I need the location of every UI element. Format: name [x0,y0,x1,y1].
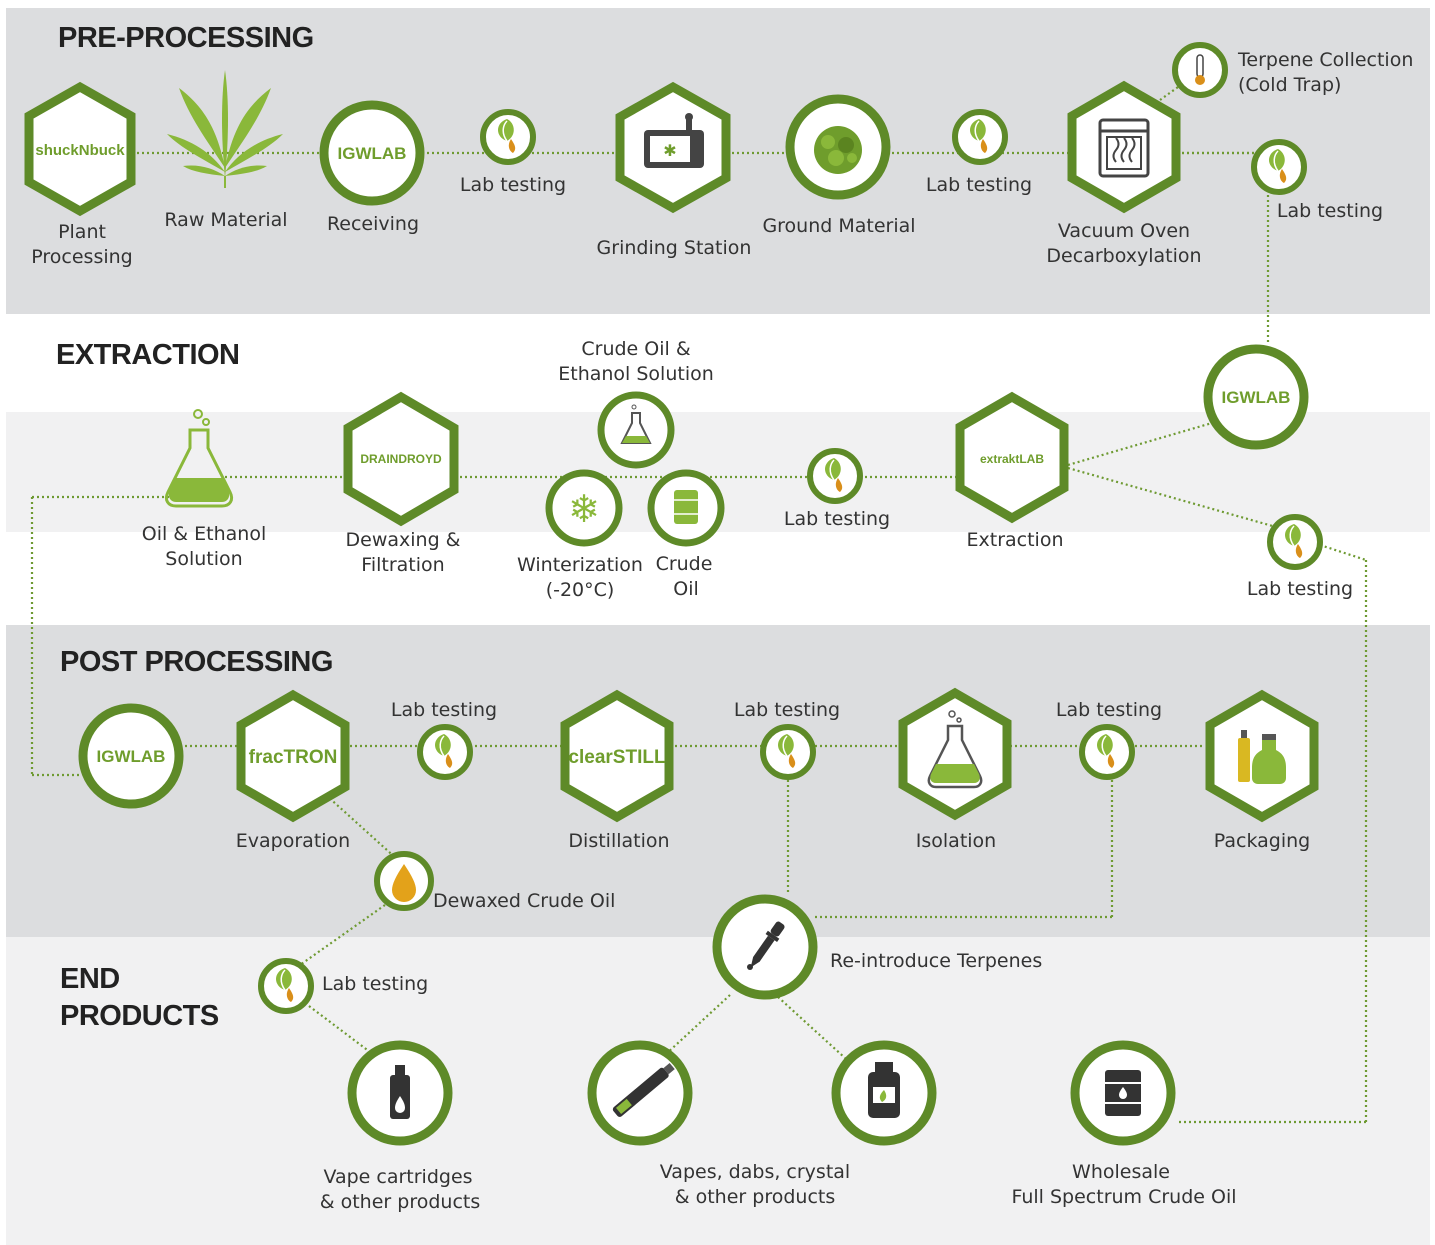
node-isolation [898,687,1012,821]
node-distillation: clearSTILL [560,689,674,823]
node-vacuum-oven [1067,80,1181,214]
fractron-logo: fracTRON [249,747,338,768]
node-vape-cartridges [347,1040,453,1146]
label-crude-oil-1: Crude [656,553,713,575]
label-isolation: Isolation [916,830,996,852]
igwlab-logo: IGWLAB [97,747,166,766]
label-crude-oil-2: Oil [673,578,699,600]
node-evaporation: fracTRON [236,689,350,823]
node-vapes-dabs [587,1040,693,1146]
lab-testing-icon [258,958,314,1014]
label-crude-oil-ethanol-1: Crude Oil & [581,338,690,360]
label-terpene-collection-1: Terpene Collection [1237,49,1413,71]
draindroyd-logo: DRAINDROYD [360,452,442,466]
node-packaging [1205,689,1319,823]
node-receiving: IGWLAB [319,100,425,206]
node-igwlab-post: IGWLAB [78,703,184,809]
lab-testing-icon [1251,139,1307,195]
label-lab-testing: Lab testing [391,699,497,721]
node-terpene-collection [1172,42,1228,98]
label-ground-material: Ground Material [762,215,915,237]
label-winterization-1: Winterization [517,554,643,576]
node-dewaxed-crude-oil [374,851,434,911]
section-title-end-products-1: END [60,963,120,995]
label-plant-processing-2: Processing [31,246,132,268]
igwlab-logo: IGWLAB [338,144,407,163]
band-end-products [6,937,1430,1245]
lab-testing-icon [480,109,536,165]
snowflake-icon: ❄ [568,489,600,531]
label-oil-ethanol-1: Oil & Ethanol [142,523,267,545]
label-crude-oil-ethanol-2: Ethanol Solution [558,363,714,385]
lab-testing-icon [1267,514,1323,570]
cannabis-icon: ✱ [663,143,676,160]
section-title-post-processing: POST PROCESSING [60,646,333,678]
igwlab-logo: IGWLAB [1222,388,1291,407]
label-distillation: Distillation [568,830,669,852]
label-dewaxed-crude-oil: Dewaxed Crude Oil [433,890,615,912]
node-winterization: ❄ [545,469,623,547]
lab-testing-icon [807,448,863,504]
label-wholesale-1: Wholesale [1072,1161,1170,1183]
label-vacuum-oven-2: Decarboxylation [1046,245,1201,267]
label-vape-cartridges-2: & other products [320,1191,481,1213]
label-vacuum-oven-1: Vacuum Oven [1058,220,1190,242]
node-ground-material [785,94,891,200]
node-grinding-station: ✱ [615,81,731,214]
label-lab-testing: Lab testing [322,973,428,995]
node-reintroduce-terpenes [712,894,818,1000]
flask-icon [164,409,234,508]
label-terpene-collection-2: (Cold Trap) [1238,74,1341,96]
label-lab-testing: Lab testing [1247,578,1353,600]
node-crude-oil [647,469,725,547]
label-grinding-station: Grinding Station [597,237,752,259]
shucknbuck-logo: shuckNbuck [35,142,125,159]
label-receiving: Receiving [327,213,419,235]
node-wholesale-crude-oil [1070,1040,1176,1146]
label-wholesale-2: Full Spectrum Crude Oil [1011,1186,1236,1208]
lab-testing-icon [417,724,473,780]
label-oil-ethanol-2: Solution [165,548,242,570]
node-igwlab-extraction: IGWLAB [1203,344,1309,450]
lab-testing-icon [952,109,1008,165]
label-lab-testing: Lab testing [784,508,890,530]
node-crude-oil-ethanol [597,391,675,469]
section-title-end-products-2: PRODUCTS [60,1000,219,1032]
label-lab-testing: Lab testing [1277,200,1383,222]
clearstill-logo: clearSTILL [568,747,666,768]
label-dewaxing-1: Dewaxing & [346,529,461,551]
label-packaging: Packaging [1214,830,1310,852]
label-winterization-2: (-20°C) [546,579,615,601]
lab-testing-icon [760,724,816,780]
label-vape-cartridges-1: Vape cartridges [323,1166,472,1188]
label-lab-testing: Lab testing [1056,699,1162,721]
label-plant-processing-1: Plant [58,221,106,243]
raw-material-leaf-icon [167,70,283,188]
lab-testing-icon [1079,724,1135,780]
node-extraction: extraktLAB [955,391,1069,524]
section-title-extraction: EXTRACTION [56,339,240,371]
node-plant-processing: shuckNbuck [24,81,136,217]
label-reintroduce-terpenes: Re-introduce Terpenes [830,950,1042,972]
node-dewaxing: DRAINDROYD [343,391,459,527]
extraktlab-logo: extraktLAB [980,452,1044,466]
label-raw-material: Raw Material [164,209,287,231]
node-bottle-product [831,1040,937,1146]
label-vapes-dabs-2: & other products [675,1186,836,1208]
label-lab-testing: Lab testing [734,699,840,721]
label-evaporation: Evaporation [236,830,350,852]
label-vapes-dabs-1: Vapes, dabs, crystal [660,1161,850,1183]
label-extraction: Extraction [967,529,1064,551]
label-lab-testing: Lab testing [926,174,1032,196]
label-dewaxing-2: Filtration [361,554,444,576]
section-title-pre-processing: PRE-PROCESSING [58,22,314,54]
label-lab-testing: Lab testing [460,174,566,196]
